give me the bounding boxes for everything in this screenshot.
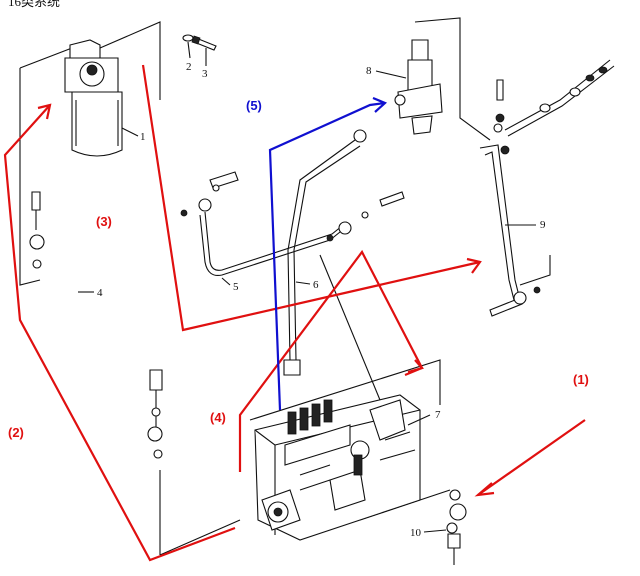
bolt-washer-top — [182, 34, 217, 66]
return-pipe — [479, 59, 615, 317]
flow-arrowhead-5 — [372, 96, 388, 113]
flow-label-1: (1) — [573, 372, 589, 387]
fuel-flow-red — [3, 64, 586, 562]
part-label-10: 10 — [410, 527, 422, 539]
flow-arrowhead-4 — [407, 359, 424, 374]
part-label-5: 5 — [233, 281, 239, 293]
part-label-4: 4 — [97, 287, 103, 299]
flow-label-5: (5) — [246, 98, 262, 113]
flow-path-2 — [3, 104, 236, 562]
flow-arrowhead-3 — [466, 257, 482, 274]
page-heading: 16类系统 — [8, 0, 60, 9]
injection-pump — [254, 394, 421, 541]
assembly-brackets — [19, 17, 551, 556]
fuel-pipe-5 — [180, 171, 348, 277]
flow-label-2: (2) — [8, 425, 24, 440]
part-label-7: 7 — [435, 409, 441, 421]
flow-label-4: (4) — [210, 410, 226, 425]
part-label-9: 9 — [540, 219, 546, 231]
flow-path-5 — [268, 101, 386, 411]
banjo-bolt — [446, 489, 467, 565]
flow-path-3 — [141, 64, 481, 332]
part-label-2: 2 — [186, 61, 192, 73]
fuel-flow-blue — [268, 96, 388, 411]
flow-label-3: (3) — [96, 214, 112, 229]
flow-arrowhead-1 — [474, 482, 495, 497]
part-label-3: 3 — [202, 68, 208, 80]
part-label-6: 6 — [313, 279, 319, 291]
flow-path-1 — [477, 419, 586, 496]
fuel-filter — [64, 39, 123, 157]
part-label-1: 1 — [140, 131, 146, 143]
fuel-hose — [29, 191, 163, 459]
flow-arrowhead-2 — [37, 103, 52, 120]
injector — [394, 39, 443, 135]
fuel-pipe-6 — [283, 129, 405, 376]
part-label-8: 8 — [366, 65, 372, 77]
